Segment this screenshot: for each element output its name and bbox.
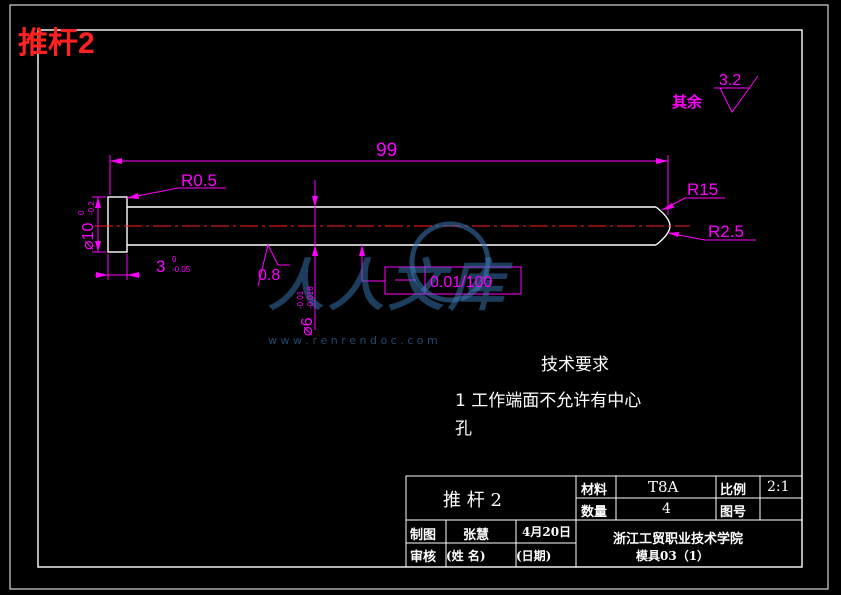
tb-qty-value: 4 bbox=[662, 501, 671, 517]
tech-req-line1: 1 工作端面不允许有中心 bbox=[455, 391, 642, 411]
arrowheads bbox=[95, 158, 679, 278]
dim-head-diameter-tol-lower: -0.2 bbox=[87, 201, 96, 215]
outer-frame bbox=[9, 4, 829, 590]
tb-check-label: 审核 bbox=[410, 550, 437, 565]
tb-check-name: (姓 名) bbox=[446, 549, 486, 563]
tb-check-date: (日期) bbox=[516, 549, 552, 563]
tb-material-label: 材料 bbox=[581, 483, 608, 498]
tech-req-line2: 孔 bbox=[455, 419, 472, 439]
dim-roughness-08: 0.8 bbox=[258, 267, 280, 284]
tb-class: 模具03（1） bbox=[636, 549, 710, 563]
dim-head-diameter-tol-upper: 0 bbox=[77, 210, 86, 215]
tb-part-name: 推 杆 2 bbox=[443, 490, 502, 511]
tb-school: 浙江工贸职业技术学院 bbox=[613, 532, 744, 547]
tb-drawn-name: 张慧 bbox=[463, 528, 490, 543]
dim-tolerance-frame: 0.01/100 bbox=[430, 274, 492, 291]
title-block-grid bbox=[405, 475, 803, 568]
roughness-label: 其余 bbox=[672, 93, 703, 111]
watermark-text: 人人文库 bbox=[268, 253, 513, 319]
dim-head-length-tol-lower: -0.05 bbox=[172, 265, 191, 274]
tech-req-title: 技术要求 bbox=[541, 355, 609, 375]
dim-r05: R0.5 bbox=[181, 171, 217, 190]
push-rod-outline bbox=[107, 196, 671, 253]
watermark-url: w w w . r e n r e n d o c . c o m bbox=[268, 334, 438, 347]
dim-shaft-diameter-tol-upper: -0.01 bbox=[296, 290, 305, 309]
tb-material-value: T8A bbox=[648, 478, 679, 496]
tb-drawing-no-label: 图号 bbox=[720, 505, 747, 520]
dim-head-length-tol-upper: 0 bbox=[172, 255, 177, 264]
tb-scale-label: 比例 bbox=[720, 483, 747, 498]
dim-head-length: 3 bbox=[156, 257, 165, 276]
dim-shaft-diameter-tol-lower: -0.018 bbox=[306, 286, 315, 309]
dim-shaft-diameter: ⌀6 bbox=[299, 317, 316, 336]
dim-head-diameter: ⌀10 bbox=[80, 222, 97, 250]
roughness-value: 3.2 bbox=[719, 72, 741, 89]
dim-r25: R2.5 bbox=[708, 222, 744, 241]
dim-length: 99 bbox=[376, 140, 397, 161]
watermark-logo bbox=[409, 221, 491, 303]
drawing-title: 推杆2 bbox=[18, 27, 95, 60]
dim-r15: R15 bbox=[687, 180, 718, 199]
tb-drawn-date: 4月20日 bbox=[522, 525, 572, 539]
tb-scale-value: 2:1 bbox=[767, 479, 790, 495]
tb-qty-label: 数量 bbox=[581, 505, 608, 520]
tb-drawn-label: 制图 bbox=[410, 528, 437, 543]
